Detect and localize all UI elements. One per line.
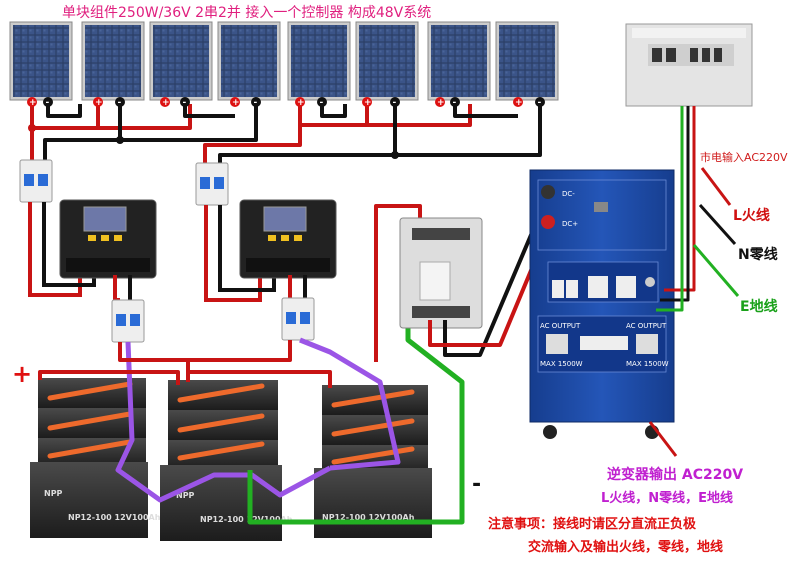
solar-panel-6 xyxy=(355,21,419,101)
charge-controller-left xyxy=(59,199,157,279)
svg-text:+: + xyxy=(95,98,103,108)
solar-panel-1 xyxy=(9,21,73,101)
inverter-dc-plus: DC+ xyxy=(562,220,578,228)
diagram-title: 单块组件250W/36V 2串2并 接入一个控制器 构成48V系统 xyxy=(62,5,432,21)
inverter-ac-output-left: AC OUTPUT xyxy=(540,322,581,330)
svg-text:+: + xyxy=(297,98,305,108)
panel-dc-wiring xyxy=(28,104,542,165)
pv-breaker-left xyxy=(19,159,53,203)
mains-distribution-box xyxy=(625,23,753,107)
battery-positive-links xyxy=(38,204,422,388)
svg-text:-: - xyxy=(453,98,457,108)
inverter-cabinet: DC- DC+ AC OUTPUT AC OUTPUT MAX 1500W MA… xyxy=(529,169,675,439)
inverter-ac-output-right: AC OUTPUT xyxy=(626,322,667,330)
svg-text:-: - xyxy=(183,98,187,108)
panel-terminals: + - + - + - + - + - + - + - + - xyxy=(27,97,545,108)
battery-brand-middle: NPP xyxy=(176,491,195,500)
battery-breaker-right xyxy=(281,297,315,341)
svg-text:+: + xyxy=(232,98,240,108)
svg-text:+: + xyxy=(437,98,445,108)
mains-input-label: 市电输入AC220V xyxy=(700,151,788,164)
solar-panel-7 xyxy=(427,21,491,101)
solar-panel-array xyxy=(9,21,559,101)
notice-line-1: 注意事项：接线时请区分直流正负极 xyxy=(488,517,697,532)
svg-text:+: + xyxy=(162,98,170,108)
solar-panel-5 xyxy=(287,21,351,101)
dc-breaker-box xyxy=(399,217,483,329)
live-wire-label: L火线 xyxy=(733,208,770,224)
inverter-output-label: 逆变器输出 AC220V xyxy=(607,467,744,483)
svg-text:-: - xyxy=(320,98,324,108)
notice-line-2: 交流输入及输出火线，零线，地线 xyxy=(528,540,724,555)
battery-stack-left: NPP NP12-100 12V100Ah xyxy=(30,378,161,538)
svg-text:+: + xyxy=(364,98,372,108)
solar-panel-8 xyxy=(495,21,559,101)
charge-controller-right xyxy=(239,199,337,279)
solar-panel-2 xyxy=(81,21,145,101)
neutral-wire-label: N零线 xyxy=(738,247,778,263)
inverter-max-left: MAX 1500W xyxy=(540,360,583,368)
controller-output-wiring xyxy=(113,275,307,302)
battery-stack-right: NP12-100 12V100Ah xyxy=(314,385,432,538)
controller-input-wiring xyxy=(28,202,276,302)
battery-brand-left: NPP xyxy=(44,489,63,498)
battery-negative-label: - xyxy=(472,472,482,497)
svg-text:-: - xyxy=(118,98,122,108)
battery-series-straps xyxy=(47,381,415,465)
battery-model-right: NP12-100 12V100Ah xyxy=(322,513,415,522)
battery-parallel-links xyxy=(115,337,401,503)
battery-model-left: NP12-100 12V100Ah xyxy=(68,513,161,522)
solar-panel-3 xyxy=(149,21,213,101)
battery-positive-label: + xyxy=(12,360,33,388)
svg-text:+: + xyxy=(29,98,37,108)
battery-stack-middle: NPP NP12-100 12V100Ah xyxy=(160,380,293,541)
earth-wire-label: E地线 xyxy=(740,299,778,315)
svg-text:-: - xyxy=(46,98,50,108)
ac-mains-wiring xyxy=(648,106,740,457)
inverter-dc-minus: DC- xyxy=(562,190,575,198)
dc-box-to-inverter-wiring xyxy=(428,194,554,357)
battery-bank: NPP NP12-100 12V100Ah NPP NP12-100 12V10… xyxy=(30,378,432,541)
battery-breaker-left xyxy=(111,299,145,343)
pv-breaker-right xyxy=(195,162,229,206)
svg-text:-: - xyxy=(254,98,258,108)
svg-text:-: - xyxy=(538,98,542,108)
battery-model-middle: NP12-100 12V100Ah xyxy=(200,515,293,524)
svg-text:+: + xyxy=(515,98,523,108)
solar-panel-4 xyxy=(217,21,281,101)
inverter-max-right: MAX 1500W xyxy=(626,360,669,368)
output-wires-label: L火线，N零线，E地线 xyxy=(601,491,734,506)
svg-text:-: - xyxy=(393,98,397,108)
